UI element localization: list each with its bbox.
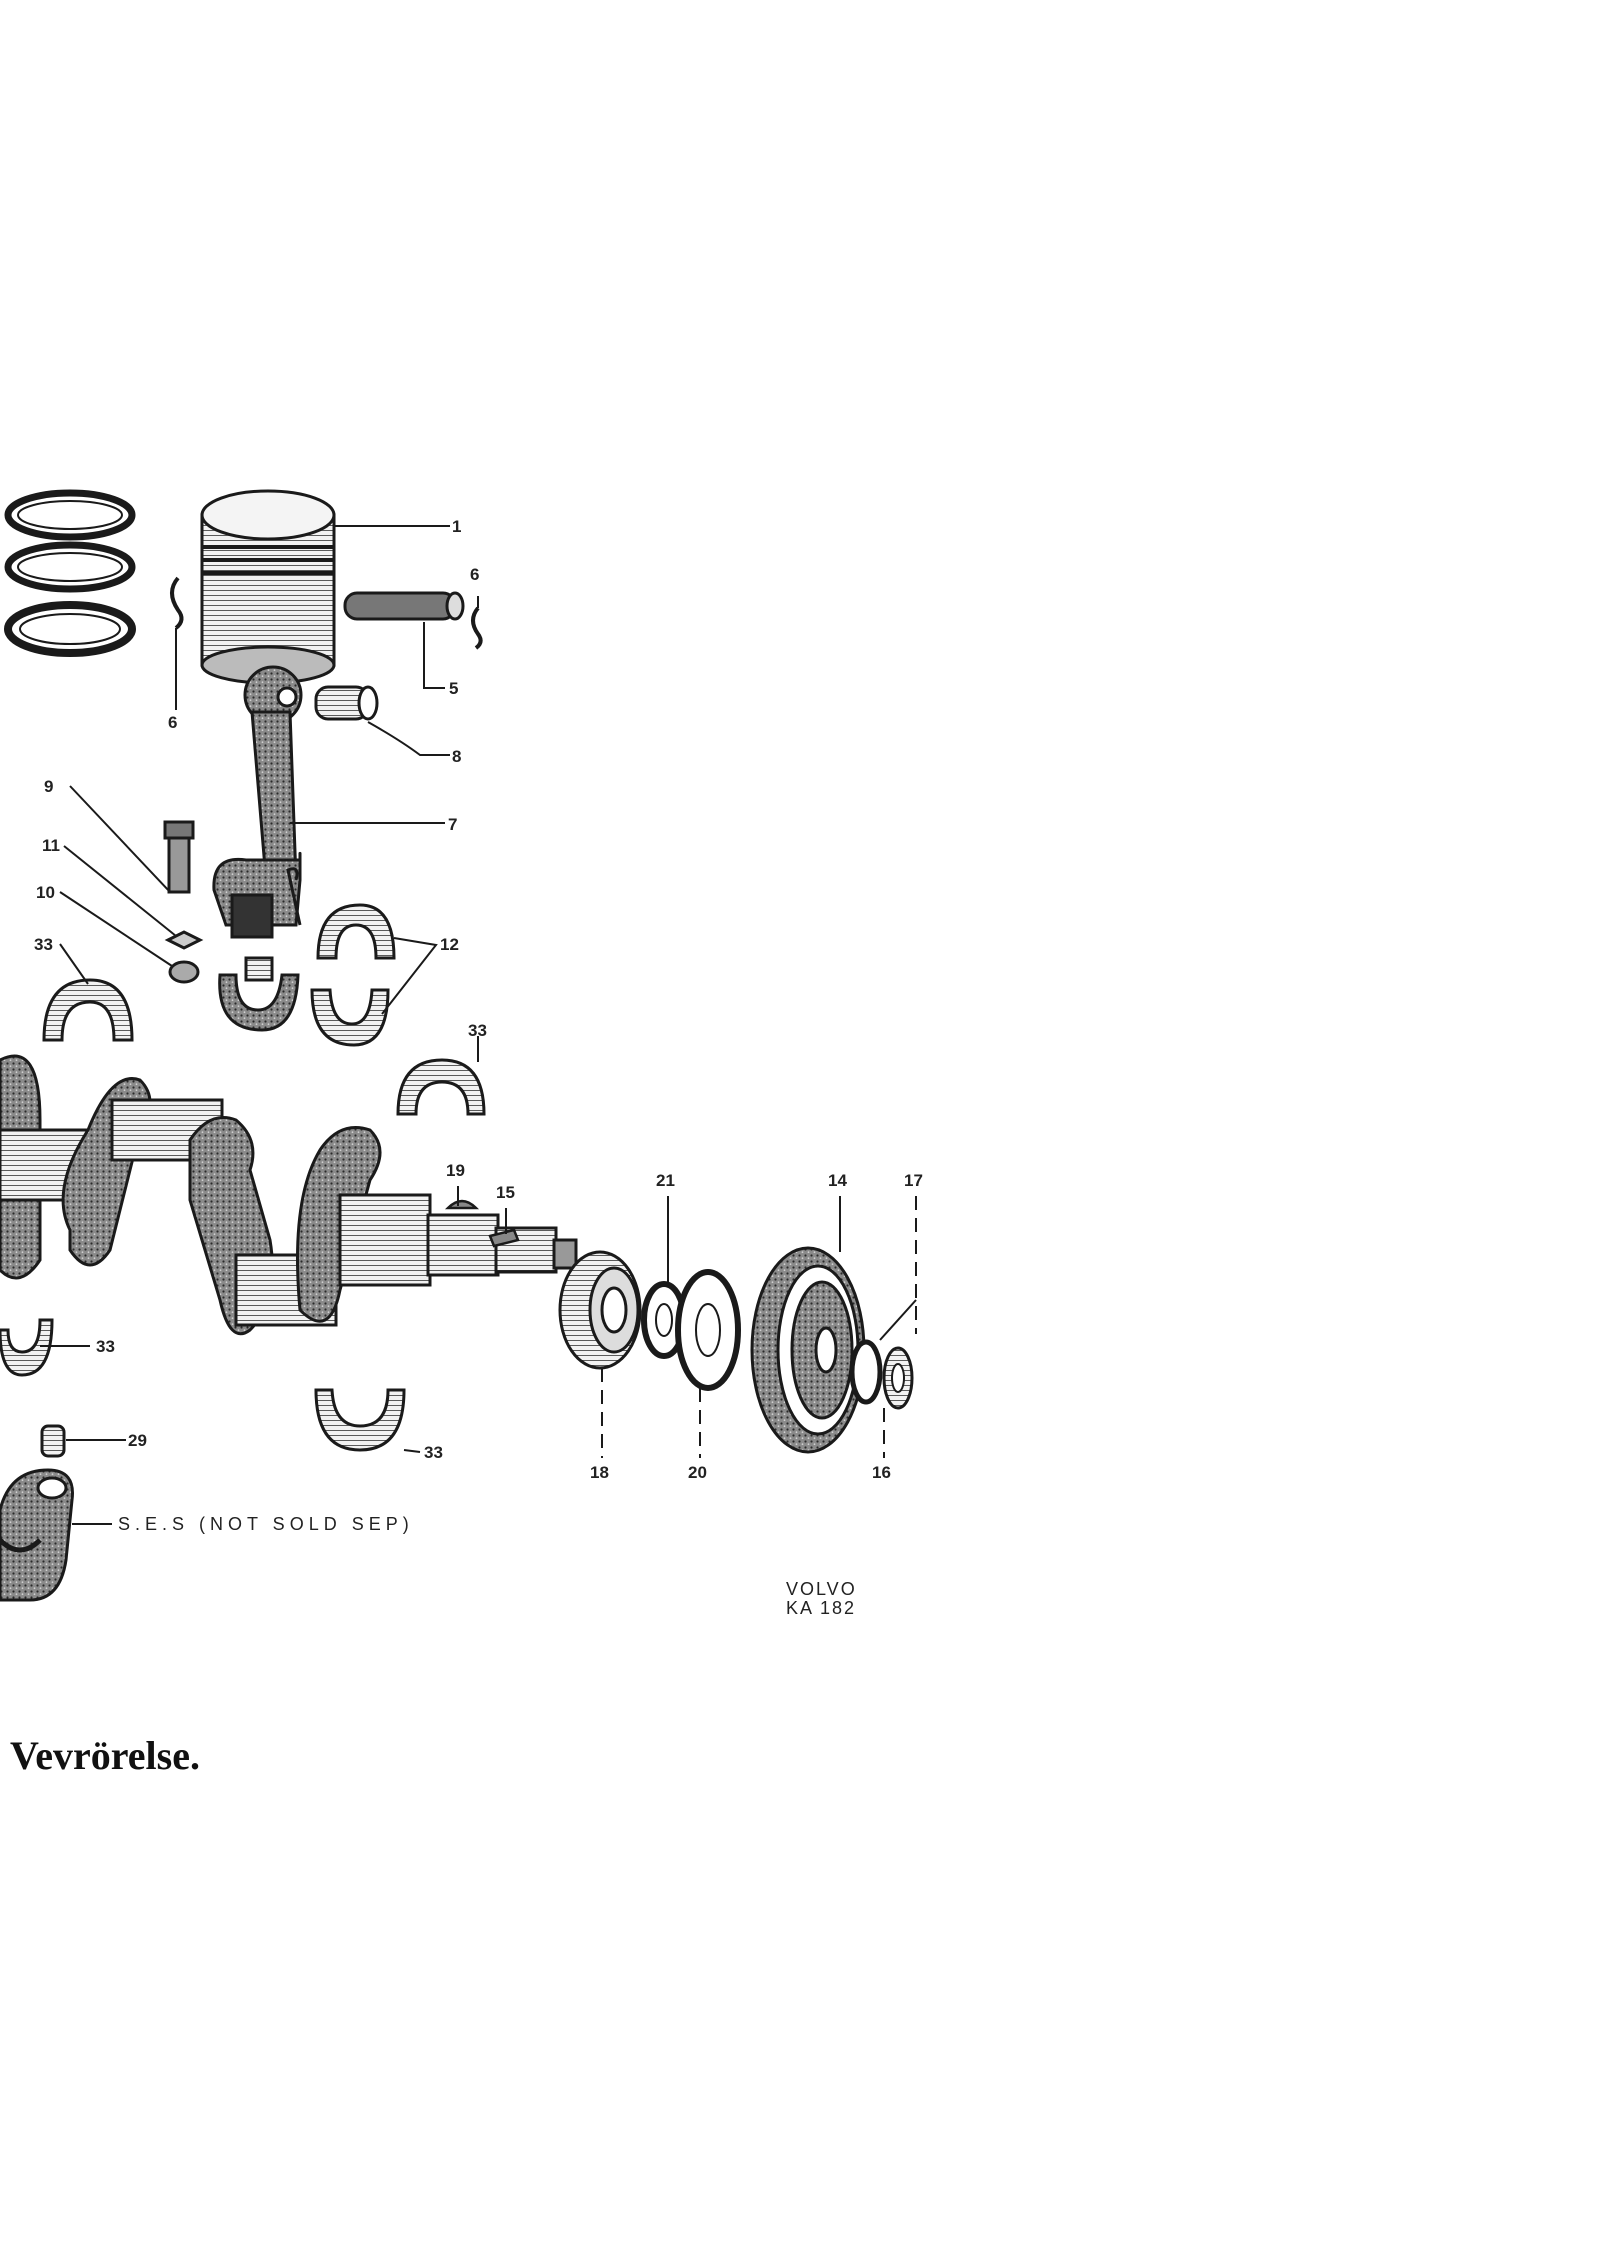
piston-rings: [4, 489, 136, 657]
callout-29: 29: [128, 1431, 147, 1450]
piston: [200, 489, 336, 685]
callout-33: 33: [468, 1021, 487, 1040]
rod-bearing-shells: [310, 903, 396, 1047]
callout-33: 33: [96, 1337, 115, 1356]
figure-code: VOLVO KA 182: [786, 1580, 857, 1618]
callout-9: 9: [44, 777, 54, 796]
callout-14: 14: [828, 1171, 847, 1190]
not-sold-separately-note: S.E.S (NOT SOLD SEP): [118, 1514, 414, 1534]
leader-lines: [40, 525, 917, 1525]
main-bearing-cap: [0, 1468, 74, 1602]
callout-1: 1: [452, 517, 462, 536]
callout-6: 6: [168, 713, 178, 732]
callout-20: 20: [688, 1463, 707, 1482]
callout-33: 33: [34, 935, 53, 954]
pilot-bushing: [40, 1424, 66, 1458]
callout-11: 11: [42, 836, 60, 855]
callout-33: 33: [424, 1443, 443, 1462]
callout-12: 12: [440, 935, 459, 954]
rod-bolt-set: [163, 820, 204, 984]
callout-17: 17: [904, 1171, 923, 1190]
callout-7: 7: [448, 815, 458, 834]
figure-caption: Vevrörelse.: [10, 1733, 200, 1778]
small-end-bushing: [314, 685, 379, 721]
callout-5: 5: [449, 679, 459, 698]
crankshaft-pulley: [750, 1246, 866, 1454]
connecting-rod: [212, 665, 303, 939]
washers: [641, 1269, 741, 1391]
callout-10: 10: [36, 883, 55, 902]
rod-cap: [218, 956, 300, 1032]
circlips: [170, 576, 483, 650]
callout-15: 15: [496, 1183, 515, 1202]
callout-21: 21: [656, 1171, 675, 1190]
piston-pin: [343, 591, 465, 621]
callout-16: 16: [872, 1463, 891, 1482]
callout-19: 19: [446, 1161, 465, 1180]
pulley-nut: [849, 1339, 914, 1410]
figure-code-line-2: KA 182: [786, 1597, 857, 1618]
timing-gear: [558, 1250, 642, 1370]
callout-8: 8: [452, 747, 462, 766]
callout-6: 6: [470, 565, 480, 584]
figure-code-line-1: VOLVO: [786, 1579, 857, 1599]
crankshaft: [0, 1054, 578, 1336]
main-bearing-shells: [0, 978, 486, 1452]
callout-18: 18: [590, 1463, 609, 1482]
